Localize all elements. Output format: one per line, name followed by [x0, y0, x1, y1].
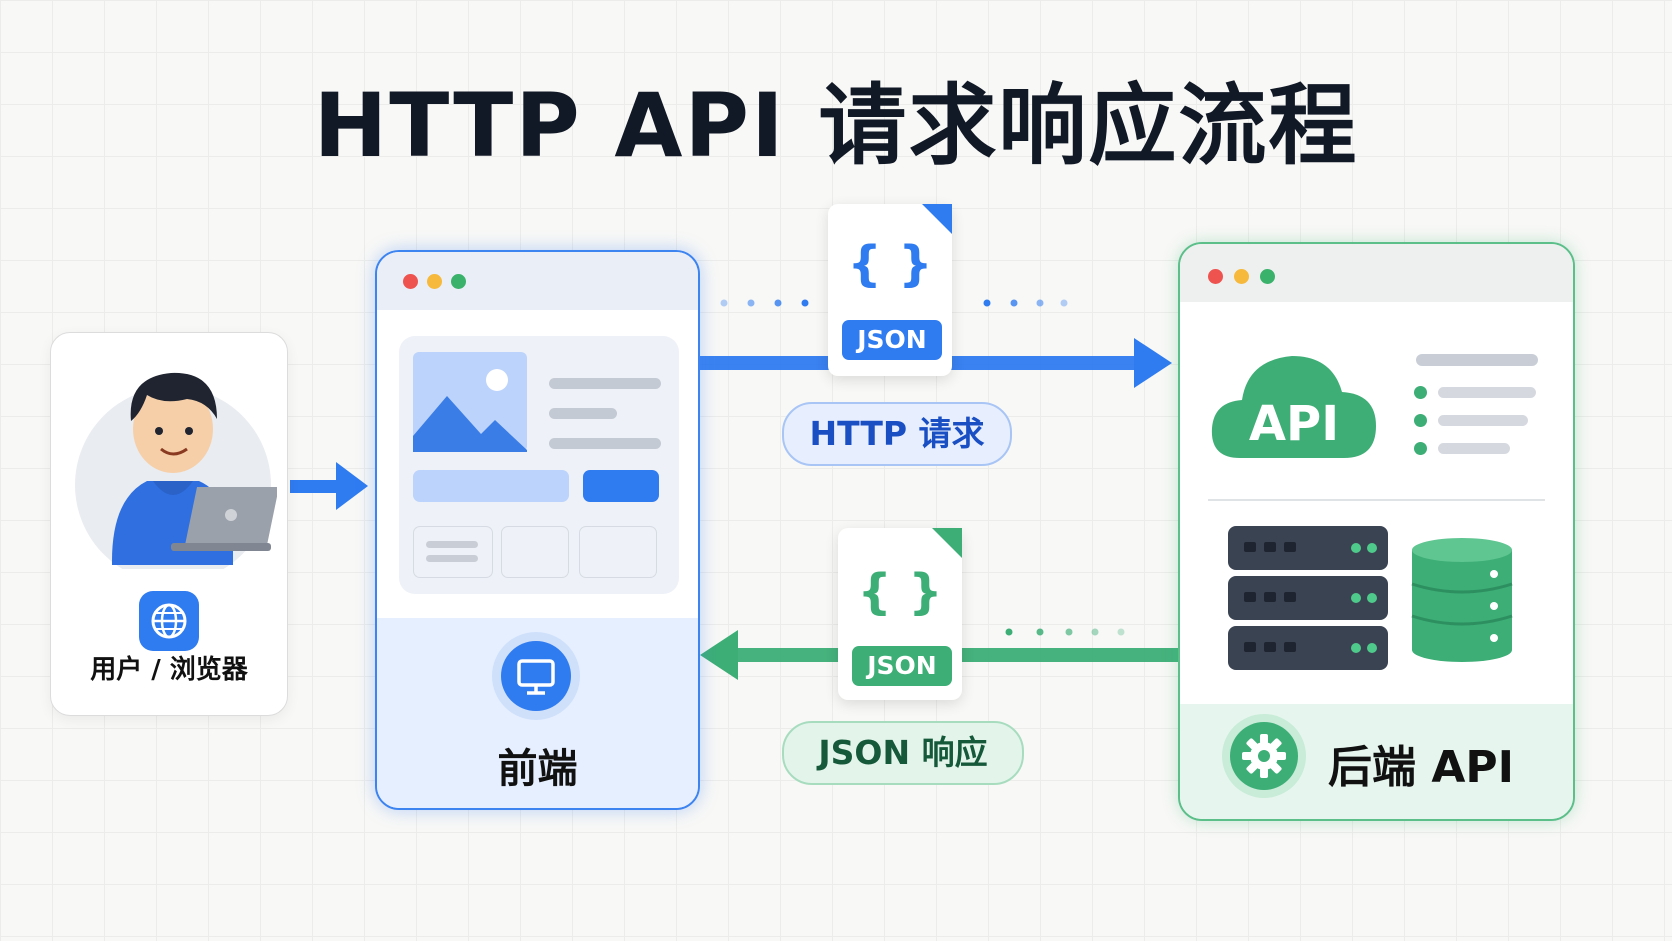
- gear-icon-ring: [1222, 714, 1306, 798]
- text-line: [1438, 415, 1528, 426]
- card-placeholder: [501, 526, 569, 578]
- page-title: HTTP API 请求响应流程: [313, 74, 1359, 177]
- gear-icon: [1230, 722, 1298, 790]
- input-placeholder: [413, 470, 569, 502]
- frontend-label: 前端: [497, 746, 578, 792]
- request-braces-icon: { }: [847, 236, 933, 292]
- person-with-laptop-icon: [75, 372, 277, 569]
- card-placeholder: [413, 526, 493, 578]
- text-line: [1438, 443, 1510, 454]
- json-response-pill: JSON 响应: [782, 721, 1024, 785]
- close-dot-icon: [1208, 269, 1223, 284]
- request-json-document: { } JSON: [828, 204, 952, 376]
- text-line: [549, 408, 617, 419]
- http-request-pill: HTTP 请求: [782, 402, 1012, 466]
- server-stack-icon: [1228, 526, 1388, 670]
- bullet-dot: [1414, 386, 1427, 399]
- cloud-api-label: API: [1249, 396, 1339, 452]
- image-placeholder-icon: [413, 352, 527, 452]
- user-to-frontend-arrow: [290, 462, 368, 510]
- frontend-window: 前端: [375, 250, 700, 810]
- frontend-titlebar: [377, 252, 698, 310]
- button-placeholder: [583, 470, 659, 502]
- database-icon: [1411, 538, 1513, 662]
- request-dots: [720, 299, 1068, 307]
- bullet-dot: [1414, 442, 1427, 455]
- text-line: [549, 438, 661, 449]
- bullet-dot: [1414, 414, 1427, 427]
- text-line: [549, 378, 661, 389]
- maximize-dot-icon: [1260, 269, 1275, 284]
- monitor-icon-ring: [492, 632, 580, 720]
- cloud-icon: API: [1211, 356, 1376, 458]
- user-browser-card: 用户 / 浏览器: [50, 332, 288, 716]
- response-json-label: JSON: [852, 646, 952, 686]
- response-braces-icon: { }: [857, 564, 943, 620]
- minimize-dot-icon: [427, 274, 442, 289]
- text-line: [1438, 387, 1536, 398]
- backend-window: API: [1178, 242, 1575, 821]
- monitor-icon: [501, 641, 571, 711]
- response-dots: [1005, 628, 1125, 636]
- frontend-content-mockup: [399, 336, 679, 594]
- maximize-dot-icon: [451, 274, 466, 289]
- request-json-label: JSON: [842, 320, 942, 360]
- close-dot-icon: [403, 274, 418, 289]
- user-browser-label: 用户 / 浏览器: [90, 655, 248, 685]
- response-json-document: { } JSON: [838, 528, 962, 700]
- backend-label: 后端 API: [1328, 742, 1514, 793]
- card-placeholder: [579, 526, 657, 578]
- text-line: [1416, 354, 1538, 366]
- minimize-dot-icon: [1234, 269, 1249, 284]
- divider: [1208, 499, 1545, 501]
- globe-icon: [139, 591, 199, 651]
